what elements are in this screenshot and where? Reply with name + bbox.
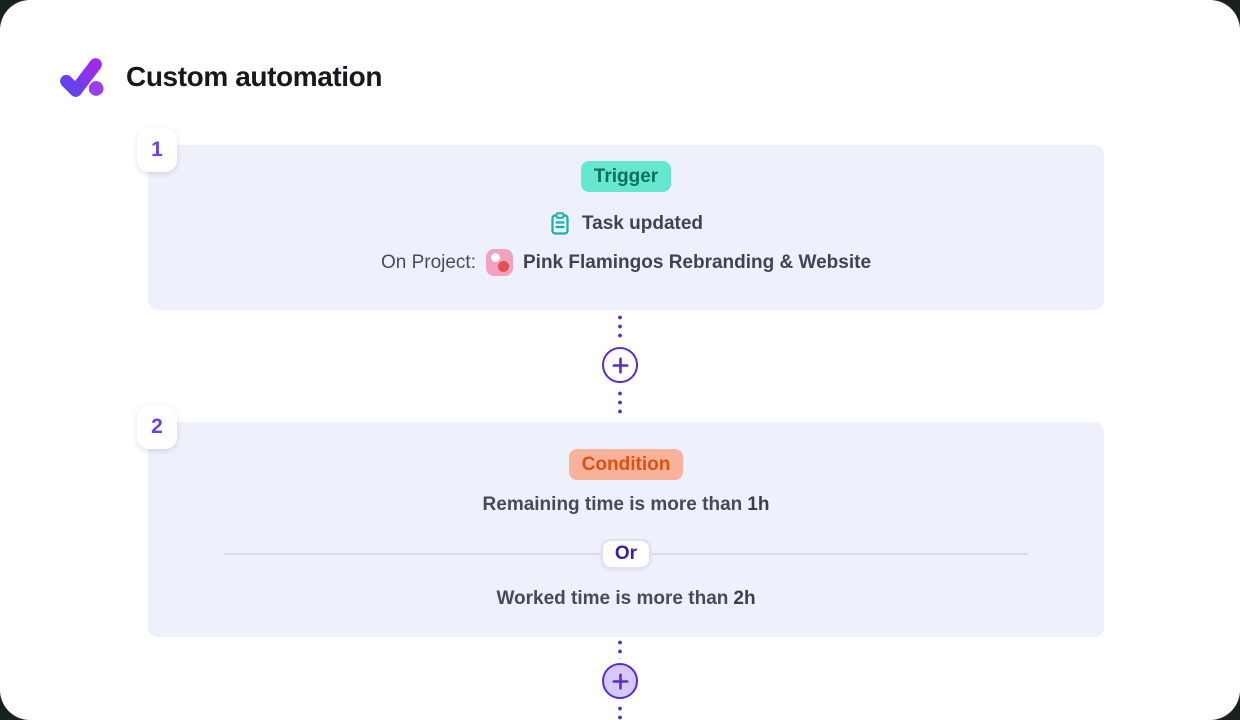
divider-line [651,553,1028,555]
add-step-button[interactable] [602,347,638,383]
condition-value: 2h [733,588,756,609]
dotted-line [618,637,622,659]
trigger-badge: Trigger [580,161,672,192]
condition-text: Remaining time is more than [482,494,743,515]
trigger-card[interactable]: 1 Trigger Task updated On Project: Pink … [137,128,1104,310]
page-title: Custom automation [126,61,383,92]
trigger-scope-row: On Project: Pink Flamingos Rebranding & … [381,249,871,276]
plus-icon [612,357,628,373]
page-header: Custom automation [58,54,382,100]
clipboard-icon [549,212,571,236]
scope-label: On Project: [380,251,476,273]
operator-toggle[interactable]: Or [600,539,652,569]
condition-badge: Condition [568,449,684,480]
dotted-line [618,312,622,342]
condition-value: 1h [747,494,770,515]
trigger-event-row: Task updated [549,212,703,236]
check-logo-icon [58,54,104,100]
step-number-badge: 2 [137,405,177,449]
project-name: Pink Flamingos Rebranding & Website [523,251,872,273]
dotted-line [618,703,622,720]
trigger-event-label: Task updated [581,213,704,234]
step-number-badge: 1 [137,128,177,172]
add-step-button[interactable] [602,663,638,699]
flow-connector [602,637,638,720]
divider-line [224,553,601,555]
condition-text: Worked time is more than [496,588,729,609]
project-avatar-icon [486,249,513,276]
flow-connector [602,312,638,415]
operator-divider: Or [148,539,1104,569]
dotted-line [618,388,622,415]
plus-icon [612,673,628,689]
